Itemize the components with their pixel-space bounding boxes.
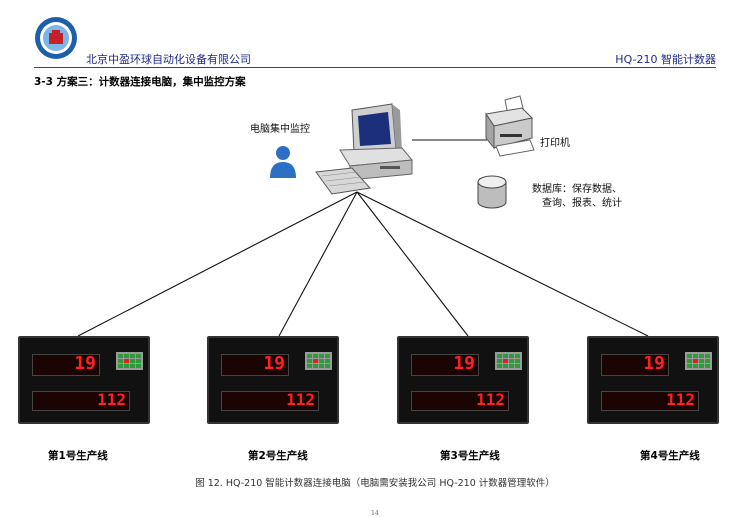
keypad-key — [515, 354, 520, 358]
printer-label: 打印机 — [540, 138, 570, 149]
counter-keypad — [495, 352, 522, 370]
keypad-key — [509, 354, 514, 358]
printer-icon — [485, 95, 535, 157]
keypad-key — [118, 354, 123, 358]
keypad-key — [687, 364, 692, 368]
keypad-key — [503, 364, 508, 368]
counter-display-top: 19 — [411, 353, 479, 376]
keypad-key — [313, 354, 318, 358]
keypad-key — [497, 359, 502, 363]
counter-keypad — [685, 352, 712, 370]
keypad-key — [136, 359, 141, 363]
database-icon — [477, 175, 507, 209]
keypad-key — [130, 364, 135, 368]
database-label-line-1: 数据库：保存数据、 — [532, 184, 622, 195]
counter-display-bottom: 112 — [221, 390, 319, 411]
production-line-label-2: 第2号生产线 — [248, 450, 308, 462]
keypad-key — [693, 359, 698, 363]
keypad-key — [503, 354, 508, 358]
keypad-key — [118, 364, 123, 368]
company-logo — [35, 17, 77, 59]
keypad-key — [699, 354, 704, 358]
keypad-key — [325, 359, 330, 363]
counter-value-bottom: 112 — [286, 390, 315, 409]
keypad-key — [313, 359, 318, 363]
keypad-key — [136, 354, 141, 358]
counter-display-top: 19 — [601, 353, 669, 376]
production-line-label-1: 第1号生产线 — [48, 450, 108, 462]
connection-line-4 — [356, 191, 649, 337]
counter-keypad — [116, 352, 143, 370]
keypad-key — [515, 359, 520, 363]
keypad-key — [515, 364, 520, 368]
keypad-key — [325, 364, 330, 368]
counter-display-bottom: 112 — [32, 390, 130, 411]
connection-lines — [77, 139, 649, 337]
counter-display-bottom: 112 — [601, 390, 699, 411]
keypad-key — [124, 359, 129, 363]
keypad-key — [136, 364, 141, 368]
keypad-key — [319, 359, 324, 363]
keypad-key — [325, 354, 330, 358]
connection-line-2 — [278, 191, 358, 337]
counter-value-top: 19 — [263, 353, 285, 374]
counter-value-bottom: 112 — [476, 390, 505, 409]
header-divider — [34, 67, 716, 68]
keypad-key — [307, 354, 312, 358]
keypad-key — [705, 354, 710, 358]
monitor-label: 电脑集中监控 — [250, 124, 310, 135]
keypad-key — [319, 354, 324, 358]
user-icon — [270, 146, 296, 178]
keypad-key — [319, 364, 324, 368]
counter-display-bottom: 112 — [411, 390, 509, 411]
keypad-key — [687, 359, 692, 363]
keypad-key — [509, 359, 514, 363]
keypad-key — [307, 359, 312, 363]
counter-value-top: 19 — [74, 353, 96, 374]
counter-value-bottom: 112 — [666, 390, 695, 409]
keypad-key — [497, 354, 502, 358]
counter-value-top: 19 — [453, 353, 475, 374]
keypad-key — [313, 364, 318, 368]
keypad-key — [699, 364, 704, 368]
database-label-line-2: 查询、报表、统计 — [542, 198, 622, 209]
keypad-key — [705, 364, 710, 368]
keypad-key — [130, 354, 135, 358]
figure-caption: 图 12. HQ-210 智能计数器连接电脑（电脑需安装我公司 HQ-210 计… — [195, 478, 555, 489]
keypad-key — [687, 354, 692, 358]
counter-value-top: 19 — [643, 353, 665, 374]
production-line-label-3: 第3号生产线 — [440, 450, 500, 462]
keypad-key — [693, 364, 698, 368]
keypad-key — [124, 364, 129, 368]
keypad-key — [699, 359, 704, 363]
section-title: 3-3 方案三：计数器连接电脑，集中监控方案 — [34, 76, 246, 88]
production-line-label-4: 第4号生产线 — [640, 450, 700, 462]
keypad-key — [118, 359, 123, 363]
keypad-key — [497, 364, 502, 368]
computer-icon — [315, 103, 413, 195]
product-name: HQ-210 智能计数器 — [615, 53, 716, 66]
keypad-key — [503, 359, 508, 363]
connection-line-3 — [356, 191, 469, 337]
keypad-key — [509, 364, 514, 368]
connection-line-1 — [77, 191, 358, 337]
keypad-key — [705, 359, 710, 363]
page-number: 14 — [371, 510, 379, 517]
counter-display-top: 19 — [221, 353, 289, 376]
database-label: 数据库：保存数据、 查询、报表、统计 — [520, 183, 622, 211]
keypad-key — [693, 354, 698, 358]
counter-display-top: 19 — [32, 353, 100, 376]
company-name: 北京中盈环球自动化设备有限公司 — [86, 53, 251, 66]
keypad-key — [130, 359, 135, 363]
counter-keypad — [305, 352, 332, 370]
keypad-key — [307, 364, 312, 368]
counter-value-bottom: 112 — [97, 390, 126, 409]
keypad-key — [124, 354, 129, 358]
